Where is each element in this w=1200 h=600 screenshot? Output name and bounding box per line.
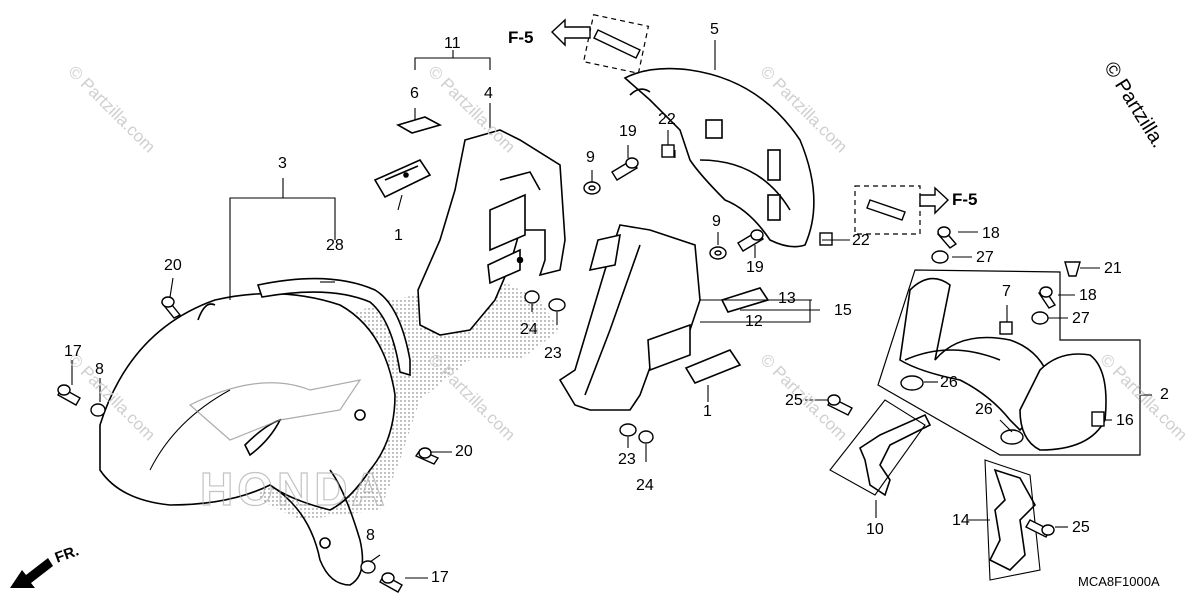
callout-23[interactable]: 23 [618,451,636,468]
nut-23b[interactable] [619,423,637,437]
rear-inner-fender[interactable] [899,277,1107,451]
bolt-25b[interactable] [1025,519,1055,538]
grommet-26a[interactable] [900,375,924,391]
washer-27b[interactable] [1031,311,1049,325]
svg-text:HONDA: HONDA [200,463,389,515]
arrow-left-icon [550,18,591,47]
callout-5[interactable]: 5 [710,21,719,38]
bolt-17a[interactable] [57,384,81,406]
callout-27[interactable]: 27 [1072,310,1090,327]
forward-direction-arrow-icon [10,558,53,588]
diagram-code: MCA8F1000A [1078,574,1160,589]
callout-3[interactable]: 3 [278,155,287,172]
nut-23a[interactable] [548,298,566,312]
bracket-14-outline [984,459,1041,581]
honda-logo-ghost: HONDA [188,379,389,516]
callout-25[interactable]: 25 [1072,519,1090,536]
assembly-outline [877,269,1141,456]
callout-18[interactable]: 18 [982,225,1000,242]
washer-27a[interactable] [931,250,949,264]
front-fender[interactable] [99,280,560,586]
callout-6[interactable]: 6 [410,85,419,102]
clip-22a[interactable] [661,144,675,158]
callout-20[interactable]: 20 [164,257,182,274]
callout-24[interactable]: 24 [636,477,654,494]
callout-25[interactable]: 25 [785,392,803,409]
callout-15[interactable]: 15 [834,302,852,319]
washer-24a[interactable] [524,290,540,304]
callout-10[interactable]: 10 [866,521,884,538]
callout-20[interactable]: 20 [455,443,473,460]
callout-1[interactable]: 1 [703,403,712,420]
callout-7[interactable]: 7 [1002,283,1011,300]
callout-8[interactable]: 8 [95,361,104,378]
clip-21[interactable] [1064,261,1081,277]
bolt-callout-right-box [854,185,921,235]
leader-lines [71,40,1152,579]
clip-16[interactable] [1091,411,1105,427]
callout-23[interactable]: 23 [544,345,562,362]
fender-inner-strip[interactable] [256,277,411,377]
bracket-10[interactable] [859,413,932,497]
grommet-26b[interactable] [1000,429,1024,445]
callout-26[interactable]: 26 [975,401,993,418]
bracket-10-outline [829,399,926,496]
washer-8b[interactable] [360,560,376,574]
callout-14[interactable]: 14 [952,512,970,529]
emblem-base-1[interactable] [373,158,432,199]
callout-13[interactable]: 13 [778,290,796,307]
callout-22[interactable]: 22 [852,232,870,249]
bolt-top[interactable] [593,29,641,59]
screw-20b[interactable] [414,447,440,465]
clip-7[interactable] [999,321,1013,335]
callout-9[interactable]: 9 [712,213,721,230]
callout-1[interactable]: 1 [394,227,403,244]
clip-22b[interactable] [819,232,833,246]
washer-8a[interactable] [90,403,106,417]
bolt-25a[interactable] [827,394,853,416]
callout-16[interactable]: 16 [1116,412,1134,429]
screw-19b[interactable] [737,229,764,252]
callout-19[interactable]: 19 [619,123,637,140]
screw-18b[interactable] [1037,286,1057,309]
callout-17[interactable]: 17 [64,343,82,360]
callout-12[interactable]: 12 [745,313,763,330]
callout-8[interactable]: 8 [366,527,375,544]
screw-20a[interactable] [160,296,182,319]
callout-21[interactable]: 21 [1104,260,1122,277]
callout-26[interactable]: 26 [940,374,958,391]
callout-2[interactable]: 2 [1160,386,1169,403]
screw-19a[interactable] [611,157,639,181]
rear-fender[interactable] [623,67,815,248]
emblem-6[interactable] [395,116,443,134]
callout-11[interactable]: 11 [444,35,461,52]
ref-f5-right[interactable]: F-5 [952,190,978,209]
callout-17[interactable]: 17 [431,569,449,586]
arrow-right-icon [919,186,950,215]
washer-9b[interactable] [709,246,727,260]
emblem-base-1b[interactable] [684,349,742,384]
bolt-17b[interactable] [379,572,403,593]
washer-9a[interactable] [583,181,601,195]
callout-22[interactable]: 22 [658,111,676,128]
callout-4[interactable]: 4 [484,85,493,102]
callout-19[interactable]: 19 [746,259,764,276]
bracket-14[interactable] [988,468,1036,571]
bolt-right[interactable] [866,199,906,221]
screw-18a[interactable] [936,226,958,249]
callout-27[interactable]: 27 [976,249,994,266]
callout-28[interactable]: 28 [326,237,344,254]
callout-9[interactable]: 9 [586,149,595,166]
right-shroud-panel[interactable] [558,224,701,411]
callout-18[interactable]: 18 [1079,287,1097,304]
left-shroud-panel[interactable] [417,129,566,336]
callout-24[interactable]: 24 [520,321,538,338]
ref-f5-top[interactable]: F-5 [508,28,534,47]
washer-24b[interactable] [638,430,654,444]
